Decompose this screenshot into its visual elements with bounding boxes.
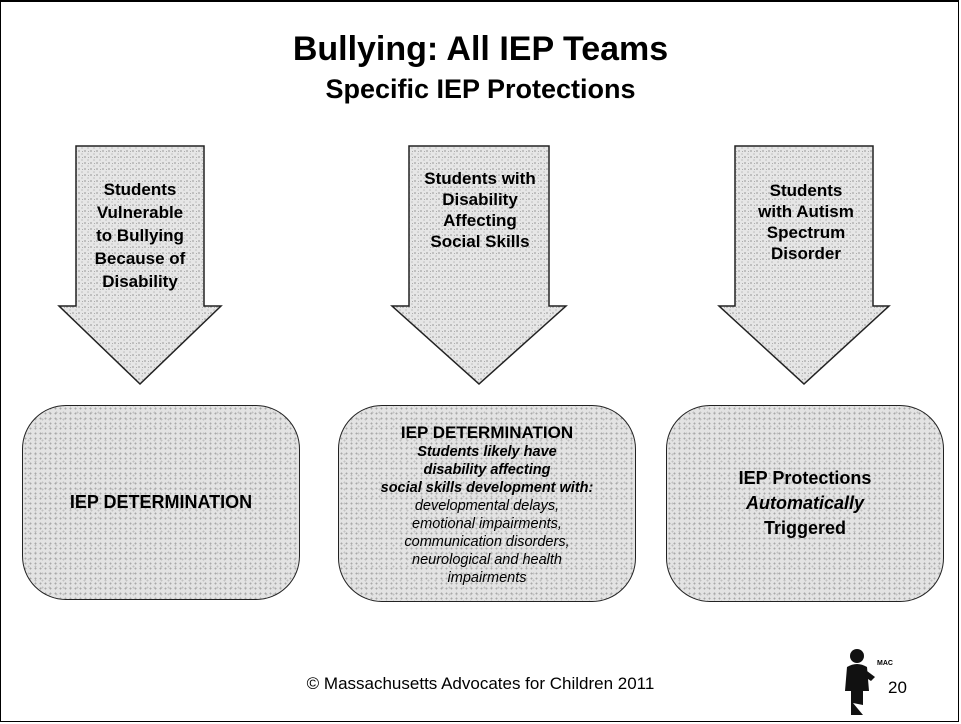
arrow-label-2: Students with Disability Affecting Socia… xyxy=(412,168,548,252)
iep-protections-box: IEP Protections Automatically Triggered xyxy=(666,405,944,602)
page-number: 20 xyxy=(888,678,907,697)
down-arrow-1 xyxy=(57,145,223,386)
iep-determination-box-2: IEP DETERMINATION Students likely have d… xyxy=(338,405,636,602)
box-1-text: IEP DETERMINATION xyxy=(69,492,253,512)
box-3-line: IEP Protections xyxy=(738,468,872,488)
box-2-title: IEP DETERMINATION xyxy=(400,422,574,442)
box-3-text: IEP Protections Automatically Triggered xyxy=(739,466,872,541)
arrow-2-line: Social Skills xyxy=(430,232,530,251)
arrow-label-1: Students Vulnerable to Bullying Because … xyxy=(80,178,200,293)
box-2-list-line: emotional impairments, xyxy=(412,515,562,532)
box-2-list-line: developmental delays, xyxy=(414,497,560,514)
box-2-emphasis-line: social skills development with: xyxy=(380,479,594,496)
arrow-2-line: Students with xyxy=(424,169,536,188)
arrow-2-line: Affecting xyxy=(443,211,517,230)
copyright-footer: © Massachusetts Advocates for Children 2… xyxy=(306,674,655,693)
arrow-1-line: Students xyxy=(103,180,177,199)
logo-text: MAC xyxy=(877,660,893,667)
arrow-label-3: Students with Autism Spectrum Disorder xyxy=(746,180,866,264)
arrow-3-line: with Autism xyxy=(758,202,854,221)
arrow-3-line: Spectrum xyxy=(766,223,846,242)
arrow-3-line: Students xyxy=(769,181,843,200)
box-3-line: Automatically xyxy=(745,493,865,513)
arrow-1-line: Vulnerable xyxy=(96,203,184,222)
arrow-1-line: to Bullying xyxy=(96,226,184,245)
arrow-1-line: Because of xyxy=(94,249,186,268)
slide-subtitle: Specific IEP Protections xyxy=(325,74,636,104)
box-2-emphasis-line: disability affecting xyxy=(423,461,551,478)
slide-title: Bullying: All IEP Teams xyxy=(292,30,669,68)
down-arrow-3 xyxy=(717,145,891,386)
arrow-2-line: Disability xyxy=(442,190,518,209)
mac-logo-icon xyxy=(845,649,875,715)
iep-determination-box-1: IEP DETERMINATION xyxy=(22,405,300,600)
box-3-line: Triggered xyxy=(763,518,847,538)
box-2-list-line: neurological and health xyxy=(412,551,562,568)
box-2-list-line: communication disorders, xyxy=(404,533,570,550)
arrow-1-line: Disability xyxy=(102,272,178,291)
down-arrow-2 xyxy=(390,145,568,386)
box-2-list-line: impairments xyxy=(447,569,527,586)
arrow-3-line: Disorder xyxy=(771,244,841,263)
box-2-emphasis-line: Students likely have xyxy=(417,443,557,460)
